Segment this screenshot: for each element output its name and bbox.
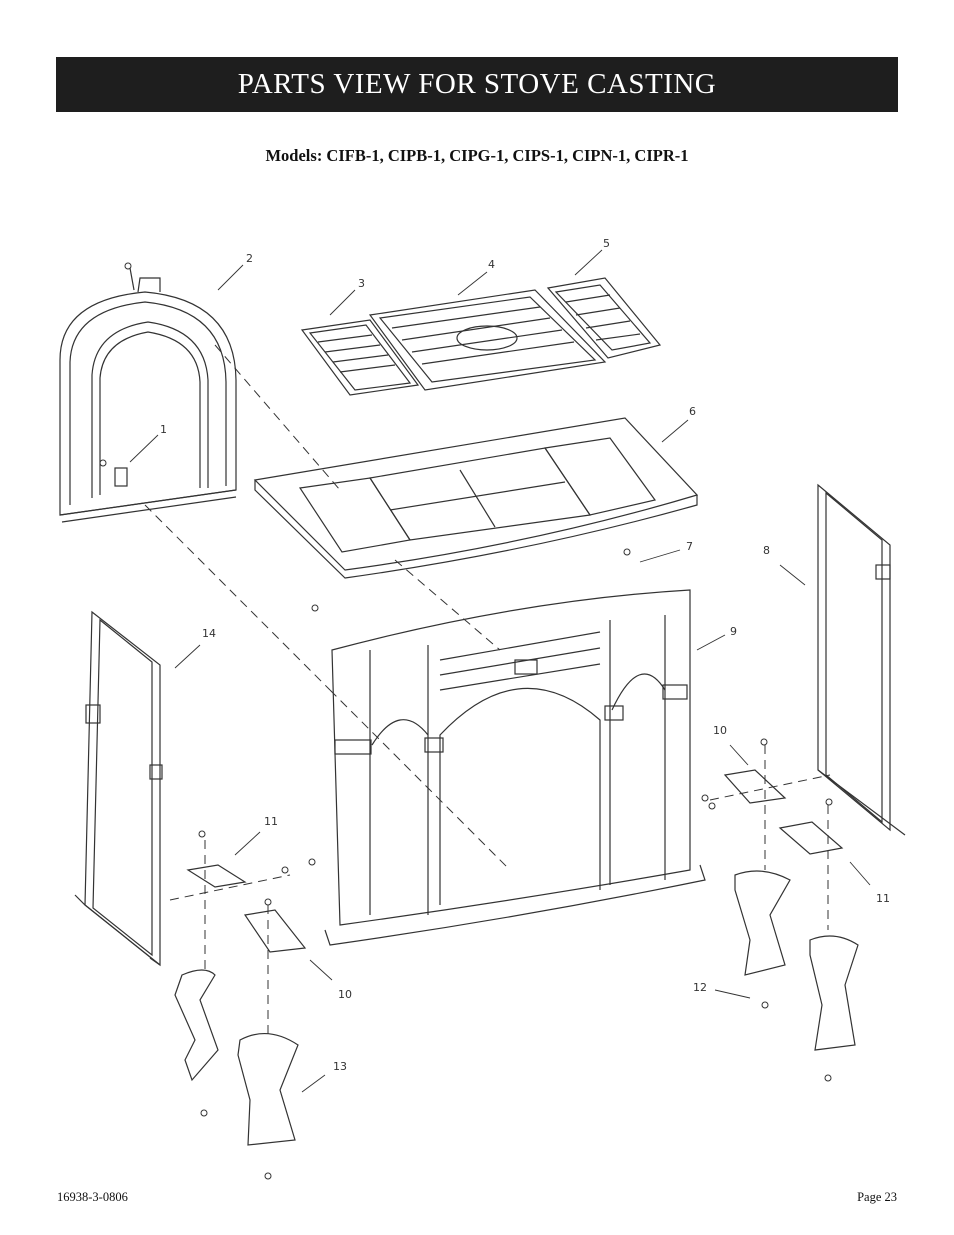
leg-left-small: [174, 969, 219, 1082]
callout-9: 9: [730, 625, 737, 638]
callout-6: 6: [689, 405, 696, 418]
part-13-leg: [237, 1032, 299, 1146]
callout-8: 8: [763, 544, 770, 557]
title-bar: PARTS VIEW FOR STOVE CASTING: [56, 57, 898, 112]
part-6-top-casting: [253, 417, 699, 579]
callout-5: 5: [603, 237, 610, 250]
callout-11-right: 11: [876, 892, 890, 905]
bracket-left-10: [243, 909, 307, 953]
bolts: [99, 262, 833, 1180]
part-2-door-frame: [59, 267, 237, 523]
callout-7: 7: [686, 540, 693, 553]
part-3-grate: [300, 319, 420, 396]
page-title: PARTS VIEW FOR STOVE CASTING: [237, 68, 717, 100]
part-9-front-casting: [324, 589, 706, 946]
callout-3: 3: [358, 277, 365, 290]
callout-10-right: 10: [713, 724, 727, 737]
leg-right-mid: [734, 870, 791, 976]
models-subtitle: Models: CIFB-1, CIPB-1, CIPG-1, CIPS-1, …: [265, 146, 689, 165]
bracket-right-10: [723, 769, 787, 804]
bracket-right-11: [778, 821, 844, 855]
callout-12: 12: [693, 981, 707, 994]
part-8-side-panel: [817, 483, 906, 836]
part-4-grate: [368, 289, 607, 391]
assembly-lines: [144, 344, 831, 1035]
callout-14: 14: [202, 627, 216, 640]
part-5-grate: [546, 277, 662, 359]
callout-11-left: 11: [264, 815, 278, 828]
callout-4: 4: [488, 258, 495, 271]
page-number: Page 23: [857, 1190, 897, 1204]
callout-2: 2: [246, 252, 253, 265]
leg-right-far: [809, 935, 859, 1051]
bracket-left-11: [186, 864, 247, 888]
part-14-side-panel: [74, 610, 163, 967]
callout-1: 1: [160, 423, 167, 436]
callout-numbers: 1 2 3 4 5 6 7 8 9 10 10 11 11 12 13 14: [160, 237, 890, 1073]
leader-lines: [129, 249, 871, 1093]
document-number: 16938-3-0806: [57, 1190, 128, 1204]
callout-13: 13: [333, 1060, 347, 1073]
callout-10-left: 10: [338, 988, 352, 1001]
